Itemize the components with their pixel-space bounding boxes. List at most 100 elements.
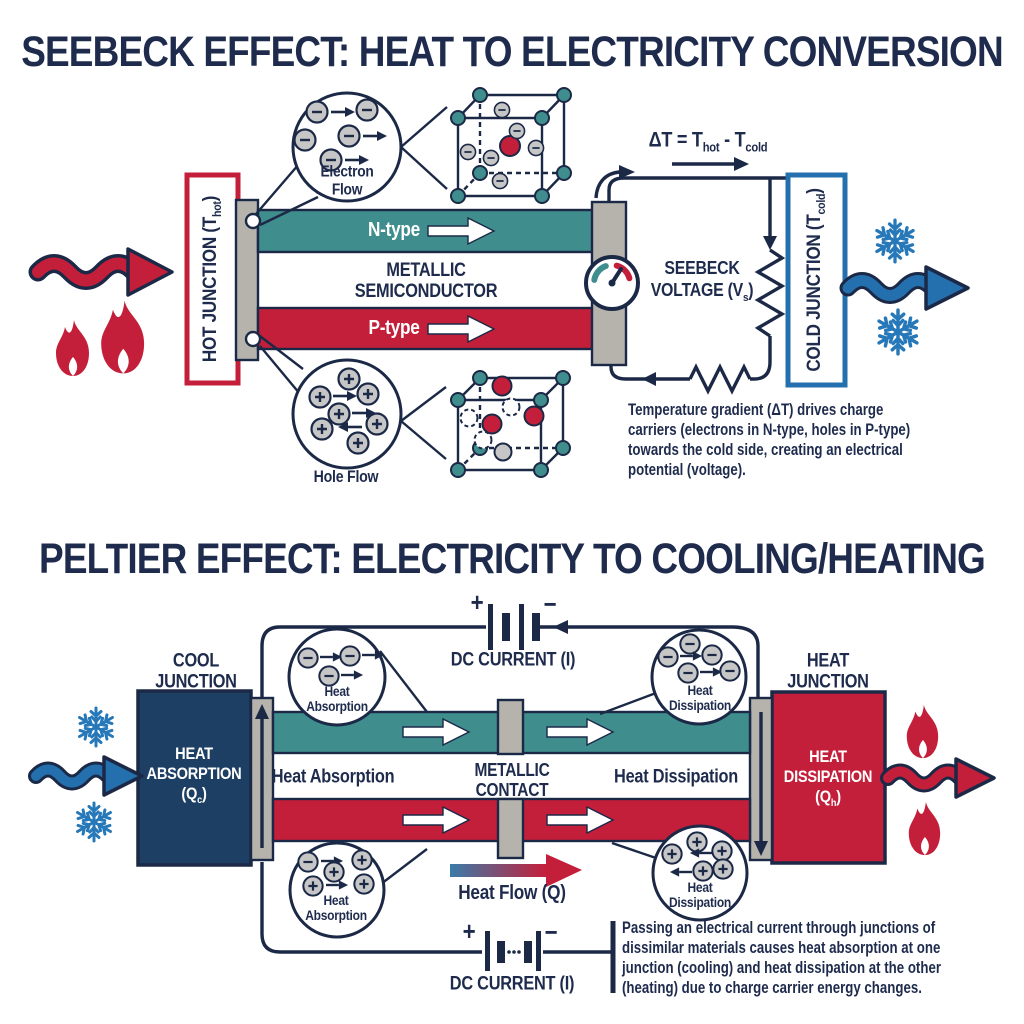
metallic-contact-bottom <box>496 797 525 860</box>
hole-particle <box>337 367 361 391</box>
bottom-dc-current-label: DC CURRENT (I) <box>449 973 575 995</box>
hole-particle <box>353 873 375 895</box>
hole-particle <box>661 843 683 865</box>
hole-particle <box>351 849 373 871</box>
flame-icon <box>906 704 939 759</box>
current-arrow-icon <box>763 236 777 250</box>
p-type-label: P-type <box>368 317 420 340</box>
hot-electron-circle <box>650 628 748 726</box>
hole-vacancy <box>501 397 521 417</box>
n-type-label: N-type <box>368 219 420 242</box>
electron-particle <box>293 128 317 152</box>
cool-connector-up-arrow-icon <box>255 704 269 848</box>
hole-particle <box>356 382 380 406</box>
voltmeter-gauge-icon <box>584 255 640 311</box>
electron-particle <box>527 139 545 157</box>
hole-flow-label: Hole Flow <box>313 468 379 487</box>
flame-icon <box>908 801 941 856</box>
current-arrow-icon <box>619 165 635 179</box>
delta-t-arrow-icon <box>672 157 749 171</box>
hole-particle <box>365 412 389 436</box>
peltier-title: PELTIER EFFECT: ELECTRICITY TO COOLING/H… <box>39 534 986 583</box>
electron-particle <box>297 851 319 873</box>
callout-lines <box>244 106 448 460</box>
peltier-circuit-wires <box>260 620 760 993</box>
top-dc-current-label: DC CURRENT (I) <box>450 649 576 671</box>
cold-wave-arrow-icon <box>839 265 970 311</box>
heat-flow-arrow-icon <box>450 854 582 887</box>
hot-junction-label: HOT JUNCTION (Thot) <box>200 195 225 363</box>
current-arrow-icon <box>553 620 568 634</box>
heat-out-wave-arrow-icon <box>880 757 996 799</box>
hot-heat-wave-arrow-icon <box>28 247 174 297</box>
hole-particle <box>711 840 733 862</box>
top-battery-minus: − <box>543 588 557 619</box>
cold-junction-label: COLD JUNCTION (Tcold) <box>804 188 829 372</box>
electron-flow-circle <box>291 91 403 203</box>
heat-flow-label: Heat Flow (Q) <box>458 882 566 905</box>
electron-particle <box>679 633 701 655</box>
delta-t-equation: ΔT = Thot - Tcold <box>648 128 768 155</box>
cool-electron-circle <box>287 627 387 727</box>
hole-vacancy <box>473 430 493 450</box>
bottom-battery-icon <box>485 931 541 971</box>
hole-flow-circle <box>291 358 403 470</box>
hole-particle <box>346 431 370 455</box>
peltier-description: Passing an electrical current through ju… <box>622 918 941 997</box>
peltier-callout-lines <box>379 650 657 885</box>
hole-particle <box>323 861 345 883</box>
electron-particle <box>297 647 319 669</box>
electron-particle <box>677 662 699 684</box>
top-battery-plus: + <box>470 586 484 617</box>
hole-particle <box>308 385 332 409</box>
hole-particle <box>692 860 714 882</box>
snowflake-icon <box>77 708 115 746</box>
electron-particle <box>719 660 741 682</box>
electron-particle <box>508 122 526 140</box>
snowflake-icon <box>75 803 113 841</box>
snowflake-icon <box>876 310 920 354</box>
hole-vacancy <box>459 408 479 428</box>
hole-particle <box>310 417 334 441</box>
electron-particle <box>491 172 509 190</box>
heat-connector-down-arrow-icon <box>754 712 768 856</box>
cool-hole-circle <box>288 841 386 939</box>
dopant-atom <box>499 135 521 157</box>
acceptor-atom <box>481 413 503 435</box>
electron-particle <box>337 124 361 148</box>
n-type-bar <box>256 208 596 254</box>
band-heat-dissipation-label: Heat Dissipation <box>614 766 738 788</box>
load-resistor-icon <box>754 248 786 338</box>
hole-particle <box>686 831 708 853</box>
hot-metal-connector <box>234 198 260 362</box>
electron-particle <box>459 143 477 161</box>
resistor-icon <box>688 363 752 395</box>
heat-dissipation-box <box>770 690 887 865</box>
hot-hole-circle <box>651 824 749 922</box>
top-battery-icon <box>488 604 540 650</box>
band-heat-absorption-label: Heat Absorption <box>271 766 395 788</box>
hole-particle <box>712 858 734 880</box>
hole-particle <box>327 402 351 426</box>
acceptor-atom <box>491 375 513 397</box>
acceptor-atom <box>523 405 545 427</box>
electron-particle <box>657 646 679 668</box>
current-arrow-icon <box>642 372 656 386</box>
bottom-battery-minus: − <box>544 916 558 947</box>
n-type-crystal-lattice <box>450 87 572 204</box>
lattice-atom <box>493 442 513 462</box>
